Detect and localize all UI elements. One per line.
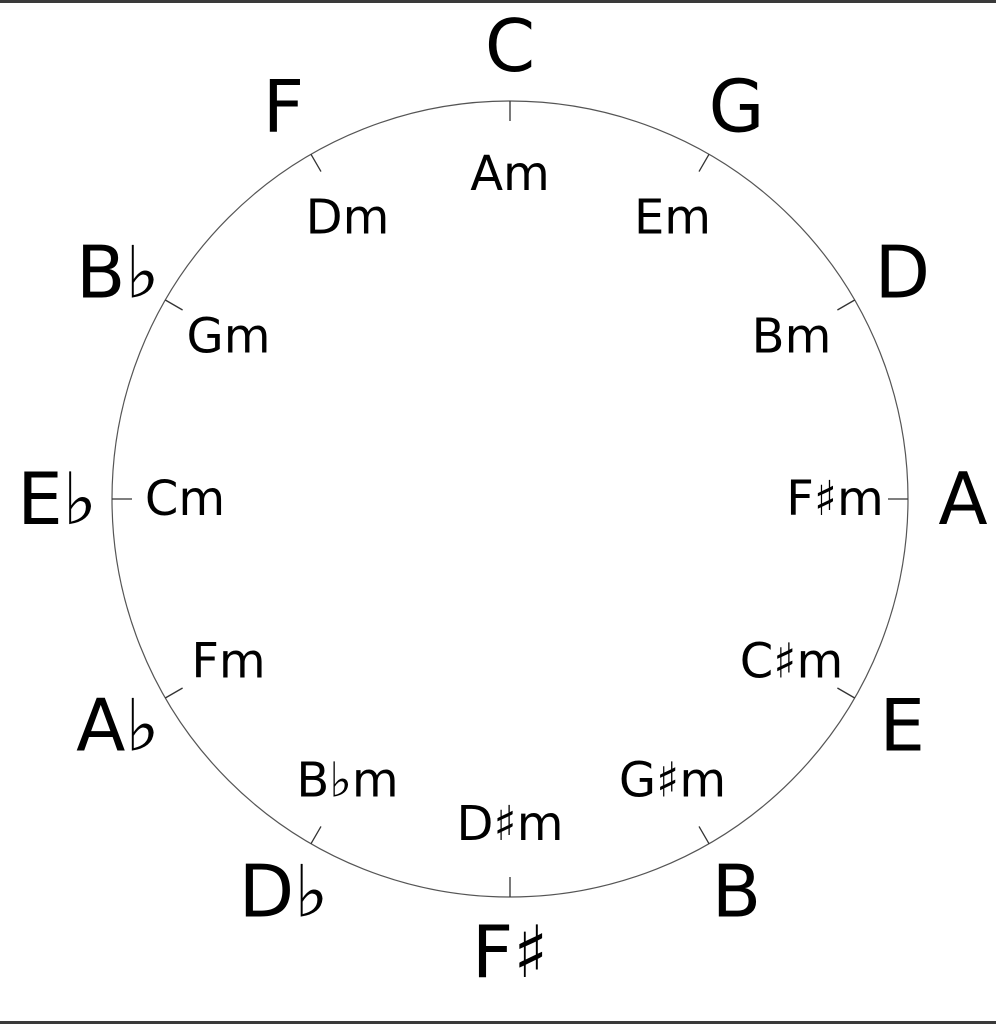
tick-mark bbox=[164, 687, 183, 699]
tick-mark bbox=[310, 826, 322, 845]
tick-mark bbox=[837, 299, 856, 311]
minor-key-labels: Am Em Bm F♯m C♯m G♯m D♯m B♭m Fm Cm Gm Dm bbox=[145, 146, 884, 852]
major-key-labels: C G D A E B F♯ D♭ A♭ E♭ B♭ F bbox=[17, 4, 987, 994]
minor-key-a-minor: Am bbox=[470, 146, 550, 202]
minor-key-g-sharp-minor: G♯m bbox=[619, 753, 726, 809]
minor-key-d-minor: Dm bbox=[306, 190, 390, 246]
tick-mark bbox=[698, 826, 710, 845]
minor-key-b-minor: Bm bbox=[752, 309, 832, 365]
major-key-d-flat: D♭ bbox=[239, 849, 328, 933]
major-key-f-sharp: F♯ bbox=[472, 910, 548, 994]
major-key-g: G bbox=[709, 65, 765, 149]
minor-key-c-sharp-minor: C♯m bbox=[740, 634, 844, 690]
minor-key-b-flat-minor: B♭m bbox=[296, 753, 398, 809]
major-key-e-flat: E♭ bbox=[17, 457, 96, 541]
minor-key-d-sharp-minor: D♯m bbox=[457, 796, 564, 852]
minor-key-c-minor: Cm bbox=[145, 471, 225, 527]
major-key-c: C bbox=[485, 4, 535, 88]
major-key-a-flat: A♭ bbox=[76, 684, 159, 768]
tick-mark bbox=[698, 153, 710, 172]
circle-of-fifths-diagram: C G D A E B F♯ D♭ A♭ E♭ B♭ F Am Em Bm F♯… bbox=[17, 4, 987, 994]
major-key-b: B bbox=[712, 849, 761, 933]
minor-key-f-minor: Fm bbox=[191, 634, 265, 690]
tick-marks bbox=[112, 101, 908, 897]
tick-mark bbox=[310, 153, 322, 172]
major-key-a: A bbox=[938, 457, 987, 541]
major-key-b-flat: B♭ bbox=[76, 231, 159, 315]
major-key-d: D bbox=[875, 231, 930, 315]
tick-mark bbox=[164, 299, 183, 311]
major-key-f: F bbox=[263, 65, 304, 149]
minor-key-f-sharp-minor: F♯m bbox=[786, 471, 884, 527]
minor-key-g-minor: Gm bbox=[187, 309, 271, 365]
major-key-e: E bbox=[880, 684, 926, 768]
tick-mark bbox=[837, 687, 856, 699]
minor-key-e-minor: Em bbox=[634, 190, 711, 246]
